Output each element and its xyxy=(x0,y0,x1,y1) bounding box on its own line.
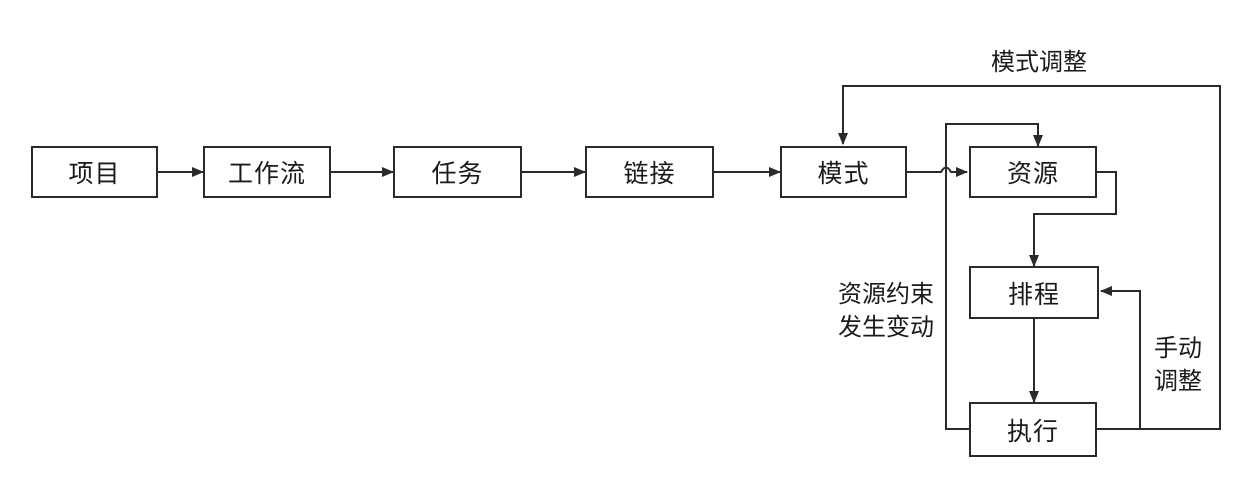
node-schedule: 排程 xyxy=(969,266,1099,319)
node-workflow: 工作流 xyxy=(203,146,331,198)
label-constraint-line1: 资源约束 xyxy=(838,280,934,308)
label-manual-line1: 手动 xyxy=(1154,334,1202,362)
label-mode-adjust: 模式调整 xyxy=(991,48,1087,76)
node-task: 任务 xyxy=(393,146,522,198)
arrow-mode-adjust xyxy=(838,85,1221,430)
arrow-manual-adjust xyxy=(1096,286,1141,430)
label-manual-line2: 调整 xyxy=(1154,367,1202,395)
node-project: 项目 xyxy=(31,146,158,198)
node-link: 链接 xyxy=(585,146,714,198)
label-constraint-line2: 发生变动 xyxy=(838,313,934,341)
arrow-mode-to-resource xyxy=(906,166,968,177)
node-resource: 资源 xyxy=(969,146,1097,198)
node-mode: 模式 xyxy=(780,146,907,198)
arrow-resource-to-schedule xyxy=(1029,171,1117,267)
node-execute: 执行 xyxy=(969,402,1097,457)
arrow-constraint-feedback xyxy=(945,123,1043,430)
